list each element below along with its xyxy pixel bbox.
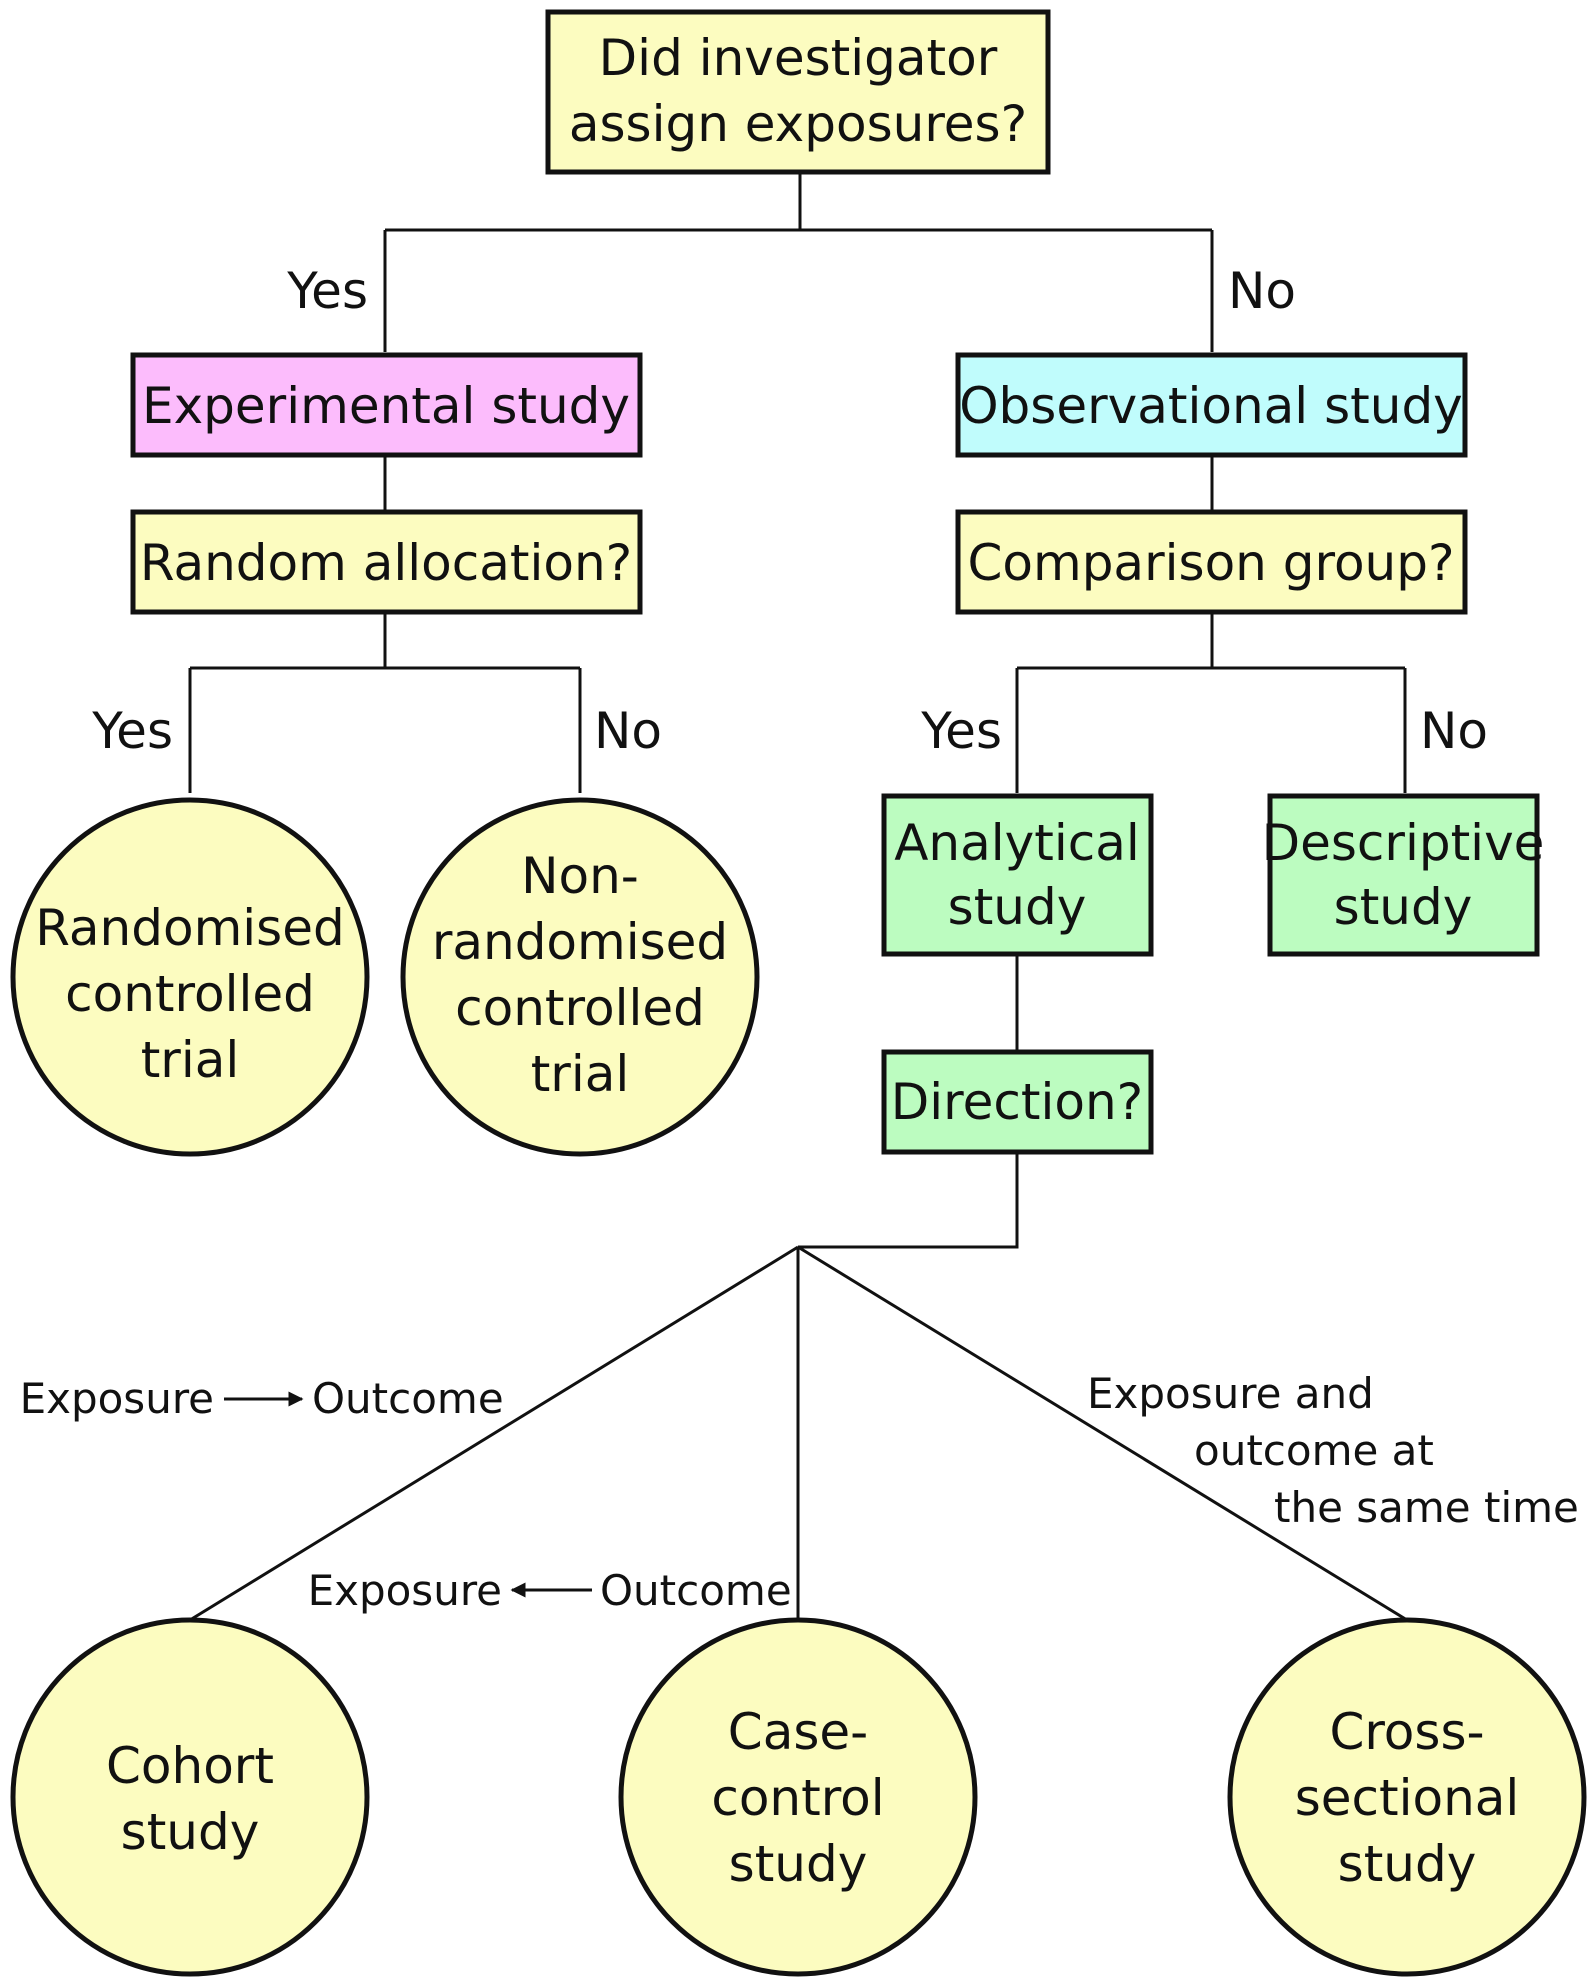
non-rct-node: Non-randomised controlled trial	[400, 797, 760, 1157]
non-rct-circle	[400, 797, 760, 1157]
random-allocation-node: Random allocation?	[130, 509, 643, 615]
root-question-line-1: Did investigator	[599, 29, 998, 87]
non-rct-line-4: trial	[531, 1045, 630, 1103]
case-control-direction-annotation: Exposure Outcome	[308, 1566, 792, 1615]
cross-sectional-study-line-3: study	[1338, 1835, 1477, 1893]
analytical-study-node: Analytical study	[881, 793, 1154, 957]
descriptive-study-text: Descriptive study	[1262, 814, 1545, 936]
analytical-study-text: Analytical study	[894, 814, 1140, 936]
analytical-study-box	[881, 793, 1154, 957]
root-question-text: Did investigator assign exposures?	[569, 29, 1027, 153]
descriptive-study-line-2: study	[1334, 878, 1473, 936]
non-rct-text: Non-randomised controlled trial	[432, 847, 728, 1103]
cohort-study-circle	[10, 1617, 370, 1977]
analytical-study-line-2: study	[948, 878, 1087, 936]
random-allocation-text: Random allocation?	[140, 534, 632, 592]
descriptive-study-line-1: Descriptive	[1262, 814, 1545, 872]
root-yes-label: Yes	[286, 262, 368, 320]
experimental-study-text: Experimental study	[142, 377, 630, 435]
case-control-study-text: Case-control study	[711, 1703, 884, 1893]
rct-line-2: controlled	[65, 965, 315, 1023]
rct-line-3: trial	[141, 1031, 240, 1089]
connector-root-split	[383, 172, 1214, 352]
cross-sectional-study-text: Cross-sectional study	[1295, 1703, 1520, 1893]
cross-sectional-annotation: Exposure and outcome at the same time	[1087, 1369, 1579, 1532]
random-allocation-box	[130, 509, 643, 615]
comparison-yes-label: Yes	[920, 702, 1002, 760]
comparison-group-text: Comparison group?	[967, 534, 1454, 592]
case-control-study-circle	[618, 1617, 978, 1977]
comparison-group-node: Comparison group?	[955, 509, 1468, 615]
cross-sectional-study-line-1: Cross-	[1329, 1703, 1484, 1761]
cross-sectional-study-circle	[1227, 1617, 1587, 1977]
descriptive-study-box	[1267, 793, 1540, 957]
case-control-study-node: Case-control study	[618, 1617, 978, 1977]
edge-labels: Yes No Yes No Yes No	[91, 262, 1488, 760]
experimental-study-node: Experimental study	[130, 352, 643, 458]
non-rct-line-3: controlled	[455, 979, 705, 1037]
descriptive-study-node: Descriptive study	[1262, 793, 1545, 957]
connector-comparison-split	[1015, 614, 1407, 793]
cross-sectional-label-line-3: the same time	[1274, 1483, 1579, 1532]
connector-hub-cohort	[189, 1245, 799, 1622]
connector-hub-cross-sectional	[797, 1245, 1408, 1622]
rct-line-1: Randomised	[35, 899, 344, 957]
case-control-study-line-2: control	[711, 1769, 884, 1827]
connector-random-split	[188, 614, 582, 793]
connectors	[188, 172, 1408, 1622]
comparison-no-label: No	[1420, 702, 1488, 760]
root-question-node: Did investigator assign exposures?	[545, 9, 1051, 175]
non-rct-line-2: randomised	[432, 913, 728, 971]
cohort-exposure-label: Exposure	[20, 1374, 214, 1423]
random-no-label: No	[594, 702, 662, 760]
case-control-study-line-3: study	[729, 1835, 868, 1893]
rct-node: Randomised controlled trial	[10, 797, 370, 1157]
rct-text: Randomised controlled trial	[35, 899, 344, 1089]
comparison-group-box	[955, 509, 1468, 615]
case-control-outcome-label: Outcome	[600, 1566, 792, 1615]
cohort-outcome-label: Outcome	[312, 1374, 504, 1423]
cohort-study-line-1: Cohort	[106, 1737, 274, 1795]
direction-text: Direction?	[891, 1073, 1143, 1131]
observational-study-node: Observational study	[955, 352, 1468, 458]
case-control-exposure-label: Exposure	[308, 1566, 502, 1615]
rct-circle	[10, 797, 370, 1157]
connector-direction-hub	[798, 1154, 1019, 1249]
observational-study-box	[955, 352, 1468, 458]
non-rct-line-1: Non-	[521, 847, 639, 905]
observational-study-text: Observational study	[959, 377, 1463, 435]
cross-sectional-study-node: Cross-sectional study	[1227, 1617, 1587, 1977]
direction-box	[881, 1049, 1154, 1155]
cross-sectional-label-line-1: Exposure and	[1087, 1369, 1374, 1418]
experimental-study-box	[130, 352, 643, 458]
case-control-study-line-1: Case-	[728, 1703, 868, 1761]
direction-node: Direction?	[881, 1049, 1154, 1155]
root-question-box	[545, 9, 1051, 175]
analytical-study-line-1: Analytical	[894, 814, 1140, 872]
cohort-study-text: Cohort study	[106, 1737, 274, 1861]
cohort-study-line-2: study	[121, 1803, 260, 1861]
root-no-label: No	[1228, 262, 1296, 320]
root-question-line-2: assign exposures?	[569, 95, 1027, 153]
cross-sectional-label-line-2: outcome at	[1194, 1426, 1434, 1475]
cohort-study-node: Cohort study	[10, 1617, 370, 1977]
cross-sectional-study-line-2: sectional	[1295, 1769, 1520, 1827]
cohort-direction-annotation: Exposure Outcome	[20, 1374, 504, 1423]
random-yes-label: Yes	[91, 702, 173, 760]
